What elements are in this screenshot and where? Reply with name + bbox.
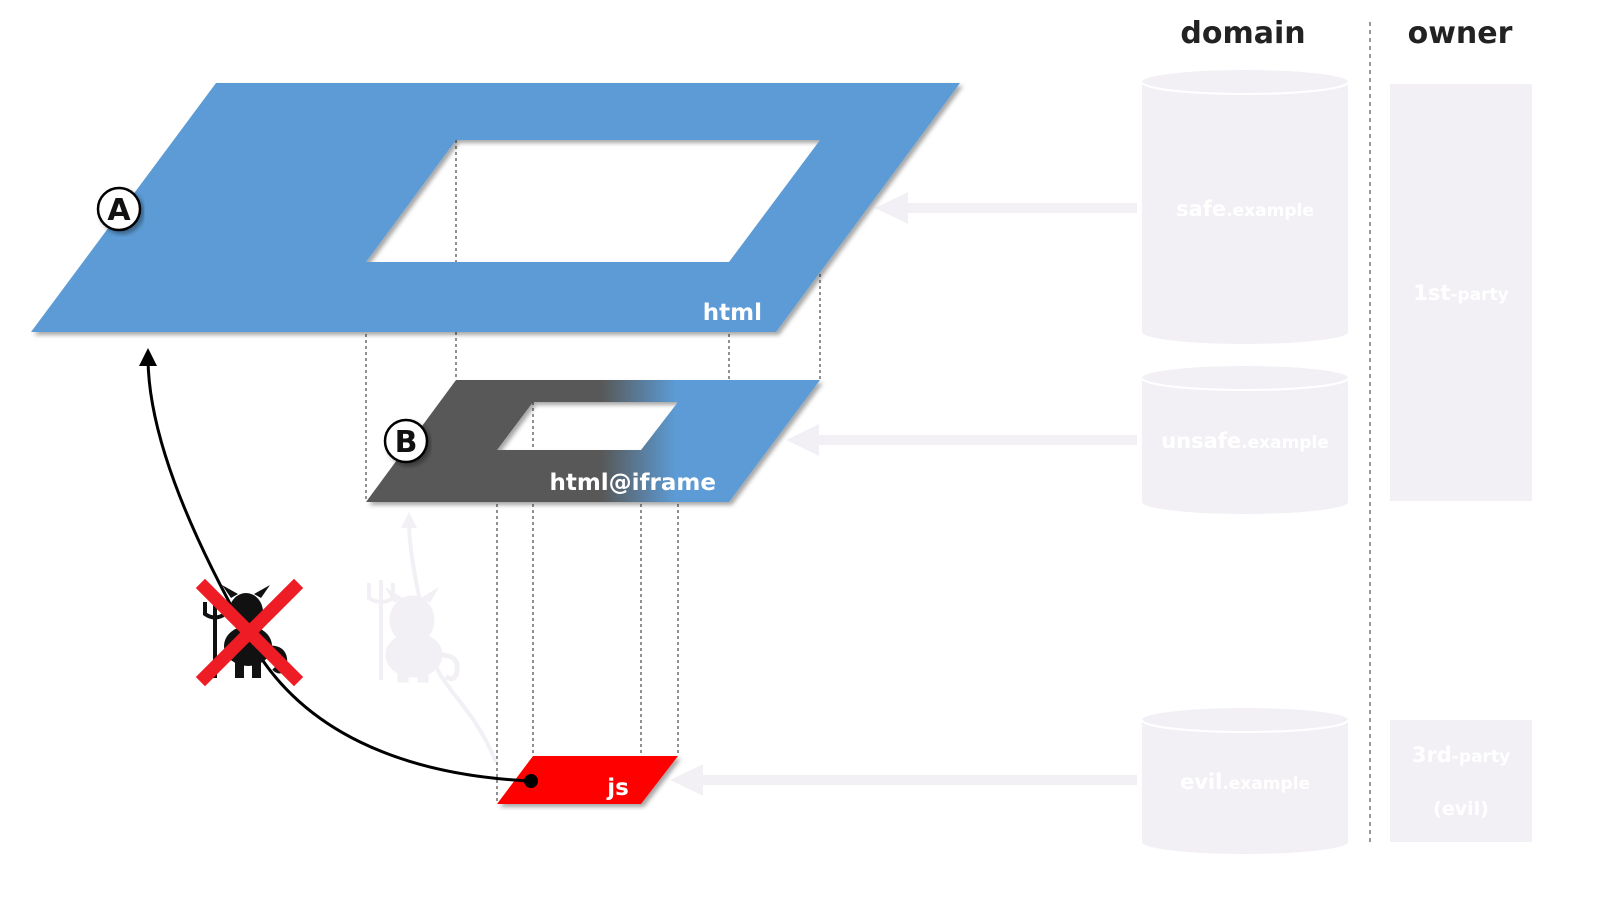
owner-box-third-party: 3rd-party (evil) <box>1390 720 1532 842</box>
domain-cylinder-evil: evil.example <box>1141 708 1349 854</box>
domain-cylinder-safe: safe.example <box>1141 70 1349 344</box>
domain-label-unsafe: unsafe.example <box>1161 429 1329 453</box>
domain-header: domain <box>1180 16 1305 51</box>
marker-b: B <box>383 418 429 464</box>
owner-box-first-party: 1st-party <box>1390 84 1532 501</box>
owner-label-third-party: 3rd-party <box>1412 743 1510 767</box>
domain-arrows <box>670 192 1137 796</box>
layer-html-top: html <box>31 83 960 332</box>
marker-b-label: B <box>395 425 418 460</box>
layer-label-html: html <box>703 300 762 326</box>
layer-iframe: html@iframe <box>366 380 820 502</box>
owner-note-evil: (evil) <box>1433 798 1489 820</box>
blocked-cross-icon <box>195 578 304 687</box>
domain-label-evil: evil.example <box>1180 770 1310 794</box>
domain-label-safe: safe.example <box>1176 197 1314 221</box>
devil-icon-faded <box>367 580 460 683</box>
allowed-access-path <box>367 512 498 763</box>
owner-header: owner <box>1408 16 1513 51</box>
owner-label-first-party: 1st-party <box>1413 281 1508 305</box>
layer-js: js <box>497 756 678 804</box>
layer-label-js: js <box>606 775 629 801</box>
layer-label-iframe: html@iframe <box>549 470 716 496</box>
marker-a: A <box>96 186 142 232</box>
domain-cylinder-unsafe: unsafe.example <box>1141 366 1349 514</box>
marker-a-label: A <box>107 193 131 228</box>
